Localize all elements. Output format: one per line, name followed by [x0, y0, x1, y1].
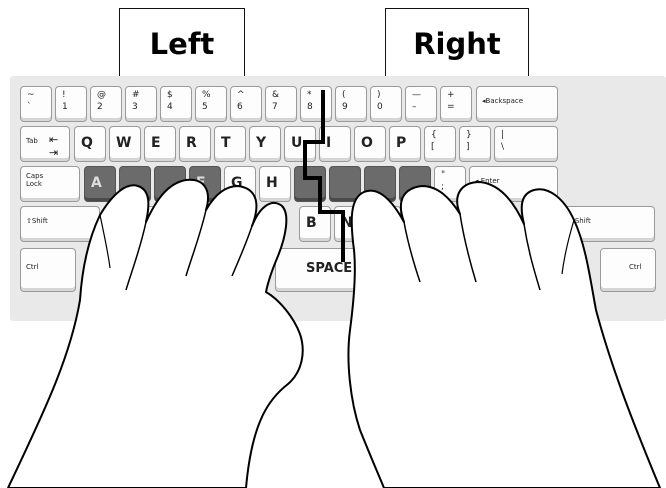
left-hand-illustration [8, 180, 303, 488]
hand-divider-line [305, 90, 343, 262]
right-hand-illustration [348, 182, 660, 488]
